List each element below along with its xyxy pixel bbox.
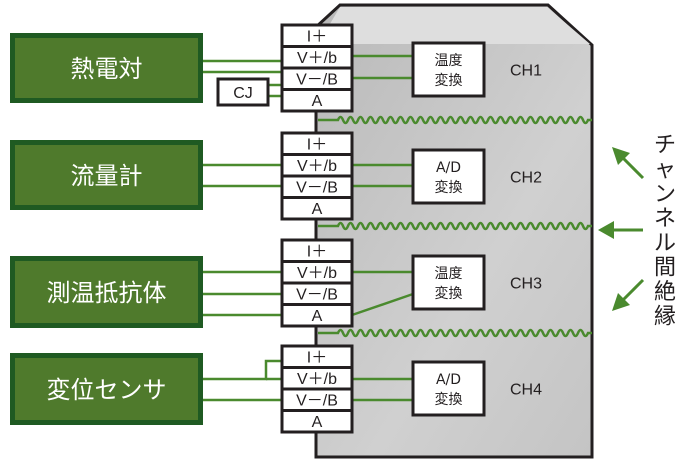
isolation-label-char: 縁 (654, 305, 676, 330)
channel-4: A/D 変換 CH4 (411, 360, 542, 417)
wires (203, 54, 414, 402)
terminal-label: V＋/b (297, 265, 337, 282)
arrow-down-left-icon (612, 278, 645, 311)
terminal-label: V－/B (296, 287, 338, 304)
terminal-label: V－/B (296, 180, 338, 197)
terminal-label: I＋ (307, 244, 327, 261)
converter-box (411, 360, 486, 417)
isolation-label-char: ン (654, 182, 676, 207)
channel-label: CH4 (510, 382, 542, 399)
sensor-label: 流量計 (71, 162, 143, 190)
sensor-box: 測温抵抗体 (10, 256, 203, 328)
isolation-arrows (598, 147, 645, 311)
converter-label: A/D (436, 372, 461, 388)
isolation-lines (318, 115, 592, 338)
terminal-label: V＋/b (297, 50, 337, 67)
cj-label: CJ (233, 85, 253, 102)
sensor-box: 熱電対 (10, 33, 203, 103)
converter-label: 変換 (435, 391, 463, 408)
terminal-label: V＋/b (297, 371, 337, 388)
terminal-label: I＋ (307, 350, 327, 367)
converter-box (411, 254, 486, 311)
wire (351, 292, 414, 317)
terminal-block: I＋ V＋/bV－/B A (280, 131, 354, 221)
converter-box (411, 148, 486, 205)
channel-2: A/D 変換 CH2 (411, 148, 542, 205)
terminal-label: V－/B (296, 72, 338, 89)
terminal-label: A (312, 93, 323, 110)
sensor-box: 変位センサ (10, 353, 203, 425)
channel-label: CH2 (510, 170, 542, 187)
terminal-block: I＋ V＋/bV－/B A (280, 238, 354, 328)
sensor-box: 流量計 (10, 140, 203, 210)
converter-label: 変換 (435, 72, 463, 89)
isolation-line (318, 115, 592, 125)
terminal-label: A (312, 201, 323, 218)
terminal-block: I＋ V＋/bV－/B A (280, 344, 354, 434)
cj-box: CJ (216, 77, 270, 107)
isolation-label-char: 絶 (654, 280, 676, 305)
arrow-left-icon (598, 221, 643, 239)
converter-box (411, 41, 486, 98)
terminal-block: I＋ V＋/bV－/B A (280, 23, 354, 113)
channel-label: CH1 (510, 63, 542, 80)
isolation-label-char: チ (654, 133, 676, 158)
terminal-label: V－/B (296, 393, 338, 410)
terminal-label: V＋/b (297, 158, 337, 175)
terminal-label: A (312, 308, 323, 325)
terminal-label: I＋ (307, 137, 327, 154)
terminal-blocks: I＋V＋/bV－/BAI＋V＋/bV－/BAI＋V＋/bV－/BAI＋V＋/bV… (280, 23, 354, 434)
converter-label: 変換 (435, 285, 463, 302)
isolation-line (318, 221, 592, 231)
sensor-label: 変位センサ (47, 376, 167, 404)
converter-label: 温度 (435, 53, 463, 69)
isolation-label-char: 間 (654, 256, 676, 281)
wire (203, 359, 282, 381)
isolation-label-char: ャ (654, 158, 676, 183)
isolation-line (318, 328, 592, 338)
module-top-face (318, 7, 590, 44)
isolation-label-char: ネ (654, 207, 676, 232)
sensor-label: 測温抵抗体 (47, 279, 167, 307)
channel-label: CH3 (510, 276, 542, 293)
converter-label: A/D (436, 160, 461, 176)
isolation-label-char: ル (654, 231, 676, 256)
terminal-label: A (312, 414, 323, 431)
terminal-label: I＋ (307, 29, 327, 46)
converter-label: 変換 (435, 179, 463, 196)
sensor-label: 熱電対 (71, 55, 143, 83)
arrow-up-left-icon (612, 147, 645, 180)
converter-label: 温度 (435, 266, 463, 282)
